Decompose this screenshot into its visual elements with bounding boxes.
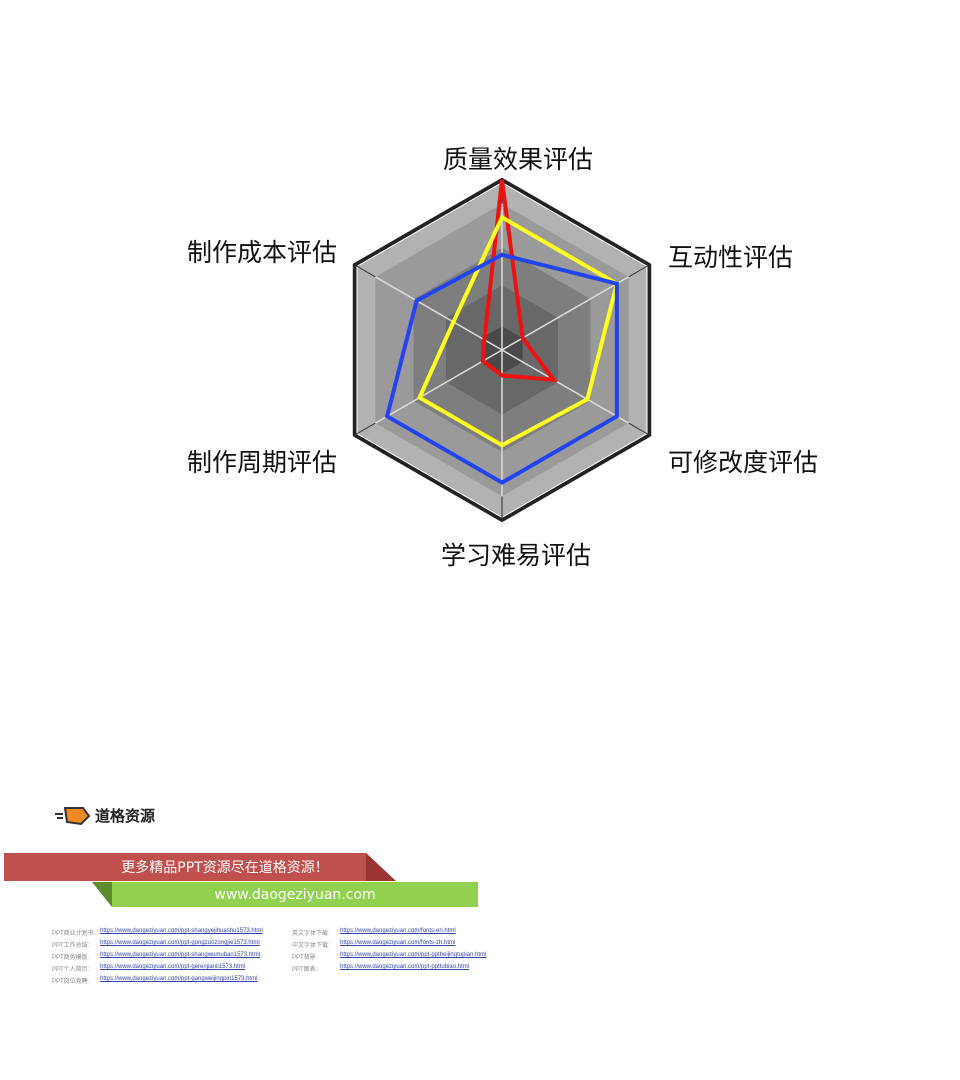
series-1-line (480, 179, 558, 383)
link-row: PPT岗位竞聘: https://www.daogeziyuan.com/ppt-… (52, 976, 263, 988)
promo-banner: 更多精品PPT资源尽在道格资源！ (4, 853, 366, 881)
resource-link[interactable]: https://www.daogeziyuan.com/fonts-zh.htm… (340, 940, 456, 946)
radar-chart (352, 177, 652, 523)
axis-label-interactivity: 互动性评估 (668, 243, 794, 272)
bevel-line (628, 422, 650, 436)
link-row: PPT背景: https://www.daogeziyuan.com/ppt-pp… (292, 952, 486, 964)
axis-label-cost: 制作成本评估 (187, 238, 338, 267)
links-right: 英文字体下载: https://www.daogeziyuan.com/fonts… (292, 928, 486, 976)
axis-label-cycle: 制作周期评估 (187, 448, 338, 477)
link-label: PPT工作总结: (52, 943, 90, 949)
link-label: PPT个人简历: (52, 967, 90, 973)
link-label: 英文字体下载: (292, 931, 330, 937)
link-row: PPT图表: https://www.daogeziyuan.com/ppt-pp… (292, 964, 486, 976)
bevel-line (628, 264, 650, 278)
resource-link[interactable]: https://www.daogeziyuan.com/ppt-gongzuoz… (100, 940, 260, 946)
bevel-line (354, 264, 376, 278)
link-row: PPT商务模板: https://www.daogeziyuan.com/ppt-… (52, 952, 263, 964)
link-row: 英文字体下载: https://www.daogeziyuan.com/fonts… (292, 928, 486, 940)
link-label: PPT背景: (292, 955, 318, 961)
link-label: PPT图表: (292, 967, 318, 973)
axis-label-modifiability: 可修改度评估 (668, 448, 819, 477)
resource-link[interactable]: https://www.daogeziyuan.com/ppt-gerenjia… (100, 964, 246, 970)
axis-spoke (501, 349, 629, 424)
link-row: PPT个人简历: https://www.daogeziyuan.com/ppt-… (52, 964, 263, 976)
logo: 道格资源 (55, 804, 155, 826)
banner-decoration (366, 853, 396, 881)
resource-link[interactable]: https://www.daogeziyuan.com/ppt-pptbeiji… (340, 952, 487, 958)
axis-spoke (375, 276, 503, 351)
resource-link[interactable]: https://www.daogeziyuan.com/fonts-en.htm… (340, 928, 456, 934)
link-row: 中文字体下载: https://www.daogeziyuan.com/fonts… (292, 940, 486, 952)
series-3-line (384, 252, 619, 485)
resource-link[interactable]: https://www.daogeziyuan.com/ppt-gangweij… (100, 976, 258, 982)
banner-decoration (92, 882, 112, 907)
resource-link[interactable]: https://www.daogeziyuan.com/ppt-ppttubia… (340, 964, 470, 970)
logo-icon (55, 807, 91, 826)
link-label: PPT商务模板: (52, 955, 90, 961)
link-label: 中文字体下载: (292, 943, 330, 949)
link-label: PPT岗位竞聘: (52, 979, 90, 985)
site-url-banner[interactable]: www.daogeziyuan.com (112, 882, 478, 907)
axis-spoke (375, 349, 503, 424)
resource-link[interactable]: https://www.daogeziyuan.com/ppt-shangyej… (100, 928, 263, 934)
link-label: PPT商业计划书: (52, 931, 96, 937)
bevel-line (354, 422, 376, 436)
axis-label-quality: 质量效果评估 (443, 145, 594, 174)
links-left: PPT商业计划书: https://www.daogeziyuan.com/ppt… (52, 928, 263, 988)
resource-link[interactable]: https://www.daogeziyuan.com/ppt-shangwum… (100, 952, 261, 958)
link-row: PPT工作总结: https://www.daogeziyuan.com/ppt-… (52, 940, 263, 952)
link-row: PPT商业计划书: https://www.daogeziyuan.com/ppt… (52, 928, 263, 940)
axis-label-learning: 学习难易评估 (441, 541, 592, 570)
